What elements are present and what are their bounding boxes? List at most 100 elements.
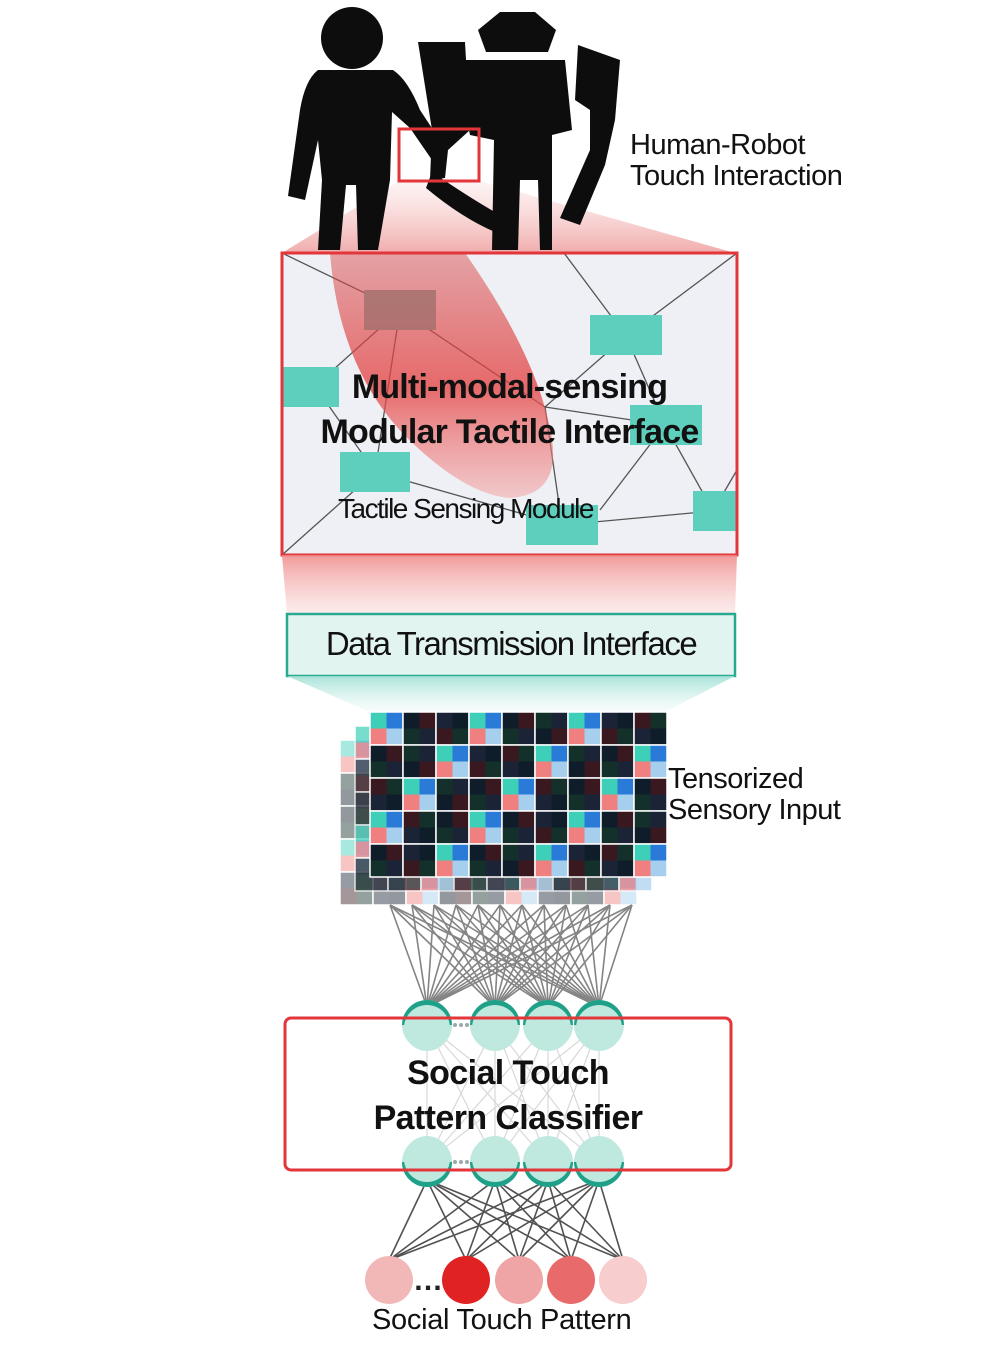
data-transmission-interface xyxy=(285,612,737,678)
tensor-label-line-1: Tensorized xyxy=(668,763,804,795)
tensor-cell xyxy=(501,843,536,878)
connection xyxy=(465,1179,600,1261)
connection xyxy=(426,904,567,1008)
connection xyxy=(426,904,479,1008)
output-layer xyxy=(365,1256,647,1304)
connection xyxy=(433,904,549,1008)
tensor-cell xyxy=(501,711,536,746)
connection xyxy=(426,904,457,1008)
module-title-line-2: Modular Tactile Interface xyxy=(320,412,699,451)
connection xyxy=(426,904,611,1008)
connection xyxy=(455,904,549,1008)
connection xyxy=(388,1179,600,1261)
connection xyxy=(426,904,501,1008)
tensor-cell xyxy=(468,711,503,746)
tensor-cell xyxy=(633,843,668,878)
output-node xyxy=(495,1256,543,1304)
tensor-cell xyxy=(369,777,404,812)
output-node xyxy=(599,1256,647,1304)
connection xyxy=(388,1179,549,1261)
connection xyxy=(494,904,611,1008)
classifier-title-line-2: Pattern Classifier xyxy=(373,1098,643,1137)
hidden-node xyxy=(470,1000,520,1051)
connection xyxy=(521,904,549,1008)
tensor-input-label: Tensorized Sensory Input xyxy=(668,763,841,827)
tensor-cell xyxy=(567,744,602,779)
tensor-cell xyxy=(633,744,668,779)
connection xyxy=(570,1179,600,1261)
connection xyxy=(426,1024,549,1163)
connection xyxy=(465,1179,549,1261)
contact-highlight-box xyxy=(397,127,481,183)
connection xyxy=(518,1179,600,1261)
connection xyxy=(543,904,600,1008)
hidden-node xyxy=(574,1136,624,1187)
human-robot-label-line-2: Touch Interaction xyxy=(630,160,843,193)
hidden-node xyxy=(402,1000,452,1051)
tensor-cell xyxy=(600,744,635,779)
tensor-cell xyxy=(435,843,470,878)
tensor-cell xyxy=(534,777,569,812)
tensor-cell xyxy=(633,777,668,812)
connection xyxy=(426,904,435,1008)
connection xyxy=(598,904,633,1008)
tensor-cell xyxy=(501,777,536,812)
tensor-cell xyxy=(402,843,437,878)
module-title-line-1: Multi-modal-sensing xyxy=(351,368,668,406)
connection xyxy=(411,904,428,1008)
output-label: Social Touch Pattern xyxy=(372,1304,632,1336)
tensor-cell xyxy=(534,810,569,845)
tensor-cell xyxy=(534,843,569,878)
tensor-cell xyxy=(633,810,668,845)
output-connections xyxy=(388,1179,624,1261)
tensor-cell xyxy=(369,810,404,845)
module-subtitle: Tactile Sensing Module xyxy=(338,493,594,524)
connection xyxy=(426,904,545,1008)
tensor-cell xyxy=(435,744,470,779)
connection xyxy=(499,904,549,1008)
tensor-cell xyxy=(369,744,404,779)
tensor-cell xyxy=(468,810,503,845)
human-figure-icon xyxy=(288,7,445,250)
connection xyxy=(426,904,633,1008)
panel-to-interface-funnel xyxy=(282,555,737,614)
input-connections xyxy=(389,904,633,1008)
connection xyxy=(499,904,600,1008)
connection xyxy=(426,1179,624,1261)
connection xyxy=(494,1024,600,1163)
output-ellipsis: … xyxy=(413,1264,443,1297)
tensor-cell xyxy=(402,711,437,746)
tensor-cell xyxy=(468,777,503,812)
connection xyxy=(547,904,589,1008)
tensor-label-line-2: Sensory Input xyxy=(668,794,841,827)
connection xyxy=(477,904,600,1008)
tensor-cell xyxy=(567,777,602,812)
tensor-cell xyxy=(567,843,602,878)
connection xyxy=(388,1179,428,1261)
hidden-node xyxy=(402,1136,452,1187)
hidden-node xyxy=(523,1136,573,1187)
tensor-cell xyxy=(369,711,404,746)
tensor-cell xyxy=(435,711,470,746)
connection xyxy=(411,904,549,1008)
connection xyxy=(547,904,567,1008)
tensor-cell xyxy=(633,711,668,746)
hidden-layer-1 xyxy=(402,1000,624,1051)
connection xyxy=(426,1024,600,1163)
tensor-cell xyxy=(534,711,569,746)
tensor-cell xyxy=(567,711,602,746)
tensor-cell xyxy=(501,744,536,779)
connection xyxy=(455,904,600,1008)
tensor-cell xyxy=(468,744,503,779)
robot-figure-icon xyxy=(418,12,620,250)
tensor-cell xyxy=(600,810,635,845)
connection xyxy=(477,904,549,1008)
connection xyxy=(426,1179,572,1261)
connection xyxy=(433,904,600,1008)
hidden-node xyxy=(523,1000,573,1051)
classifier-title: Social Touch Pattern Classifier xyxy=(285,1051,731,1141)
connection xyxy=(494,904,589,1008)
tensor-cell xyxy=(435,777,470,812)
classifier-title-line-1: Social Touch xyxy=(407,1054,609,1092)
